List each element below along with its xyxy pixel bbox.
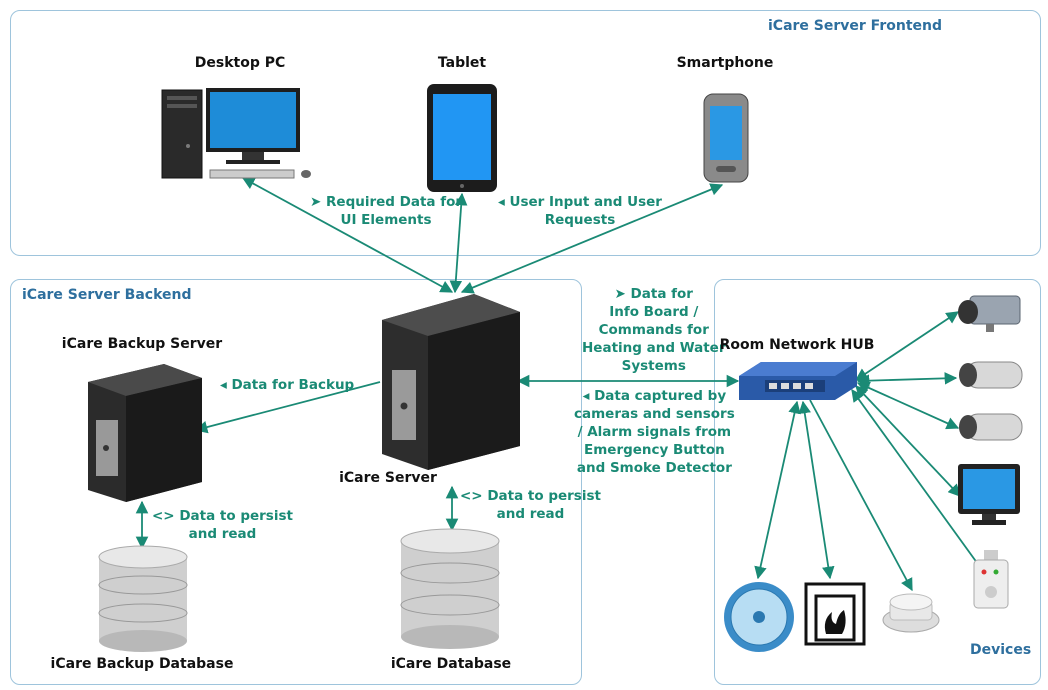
backend-title: iCare Server Backend: [22, 287, 192, 303]
edge-label-captured: ◂ Data captured by cameras and sensors /…: [574, 388, 735, 476]
smartphone-label: Smartphone: [676, 55, 774, 71]
edge-hub-heater: [754, 400, 801, 580]
smartphone-icon: [703, 93, 749, 183]
network-hub-icon: [739, 362, 857, 400]
edge-label-persist-backup: <> Data to persist and read: [152, 508, 293, 542]
edge-label-persist-db: <> Data to persist and read: [460, 488, 601, 522]
emergency-sensor-icon: [973, 550, 1009, 609]
tablet-icon: [427, 84, 497, 192]
edge-hub-monitor: [855, 385, 961, 497]
fireplace-icon: [804, 582, 866, 646]
backup-database-icon: [98, 545, 188, 652]
edge-server-backup: [194, 381, 381, 434]
server-icon: [382, 294, 520, 470]
frontend-title: iCare Server Frontend: [768, 18, 943, 34]
tablet-label: Tablet: [437, 55, 487, 71]
security-camera-icon: [958, 295, 1021, 332]
edge-label-required-data: ➤ Required Data for UI Elements: [310, 194, 463, 228]
edge-desktop-server: [241, 177, 454, 293]
desktop-label: Desktop PC: [194, 55, 286, 71]
devices-group: [714, 279, 1041, 685]
hub-label: Room Network HUB: [719, 337, 875, 353]
edge-label-info-board: ➤ Data for Info Board / Commands for Hea…: [582, 286, 726, 374]
edge-hub-smoke: [809, 399, 913, 592]
backup-server-label: iCare Backup Server: [61, 336, 223, 352]
backup-server-icon: [88, 364, 202, 502]
database-icon: [400, 528, 500, 649]
edge-hub-cam2: [856, 372, 958, 387]
edge-hub-fireplace: [798, 400, 835, 580]
monitor-screen-icon: [958, 464, 1020, 525]
edge-hub-cam3: [856, 381, 960, 430]
desktop-pc-icon: [161, 88, 311, 179]
edge-tablet-server: [449, 192, 468, 294]
heater-dial-icon: [724, 582, 794, 652]
edge-hub-cam1: [854, 311, 960, 381]
bullet-camera-icon: [959, 361, 1023, 389]
edge-hub-sensor: [851, 388, 989, 580]
edge-smartphone-server: [460, 183, 724, 294]
edge-label-data-backup: ◂ Data for Backup: [220, 377, 355, 393]
bullet-camera-icon: [959, 413, 1023, 441]
devices-title: Devices: [970, 642, 1032, 658]
server-label: iCare Server: [339, 470, 437, 486]
database-label: iCare Database: [390, 656, 512, 672]
backup-database-label: iCare Backup Database: [50, 656, 234, 672]
smoke-detector-icon: [882, 593, 940, 633]
edge-label-user-input: ◂ User Input and User Requests: [498, 194, 662, 228]
